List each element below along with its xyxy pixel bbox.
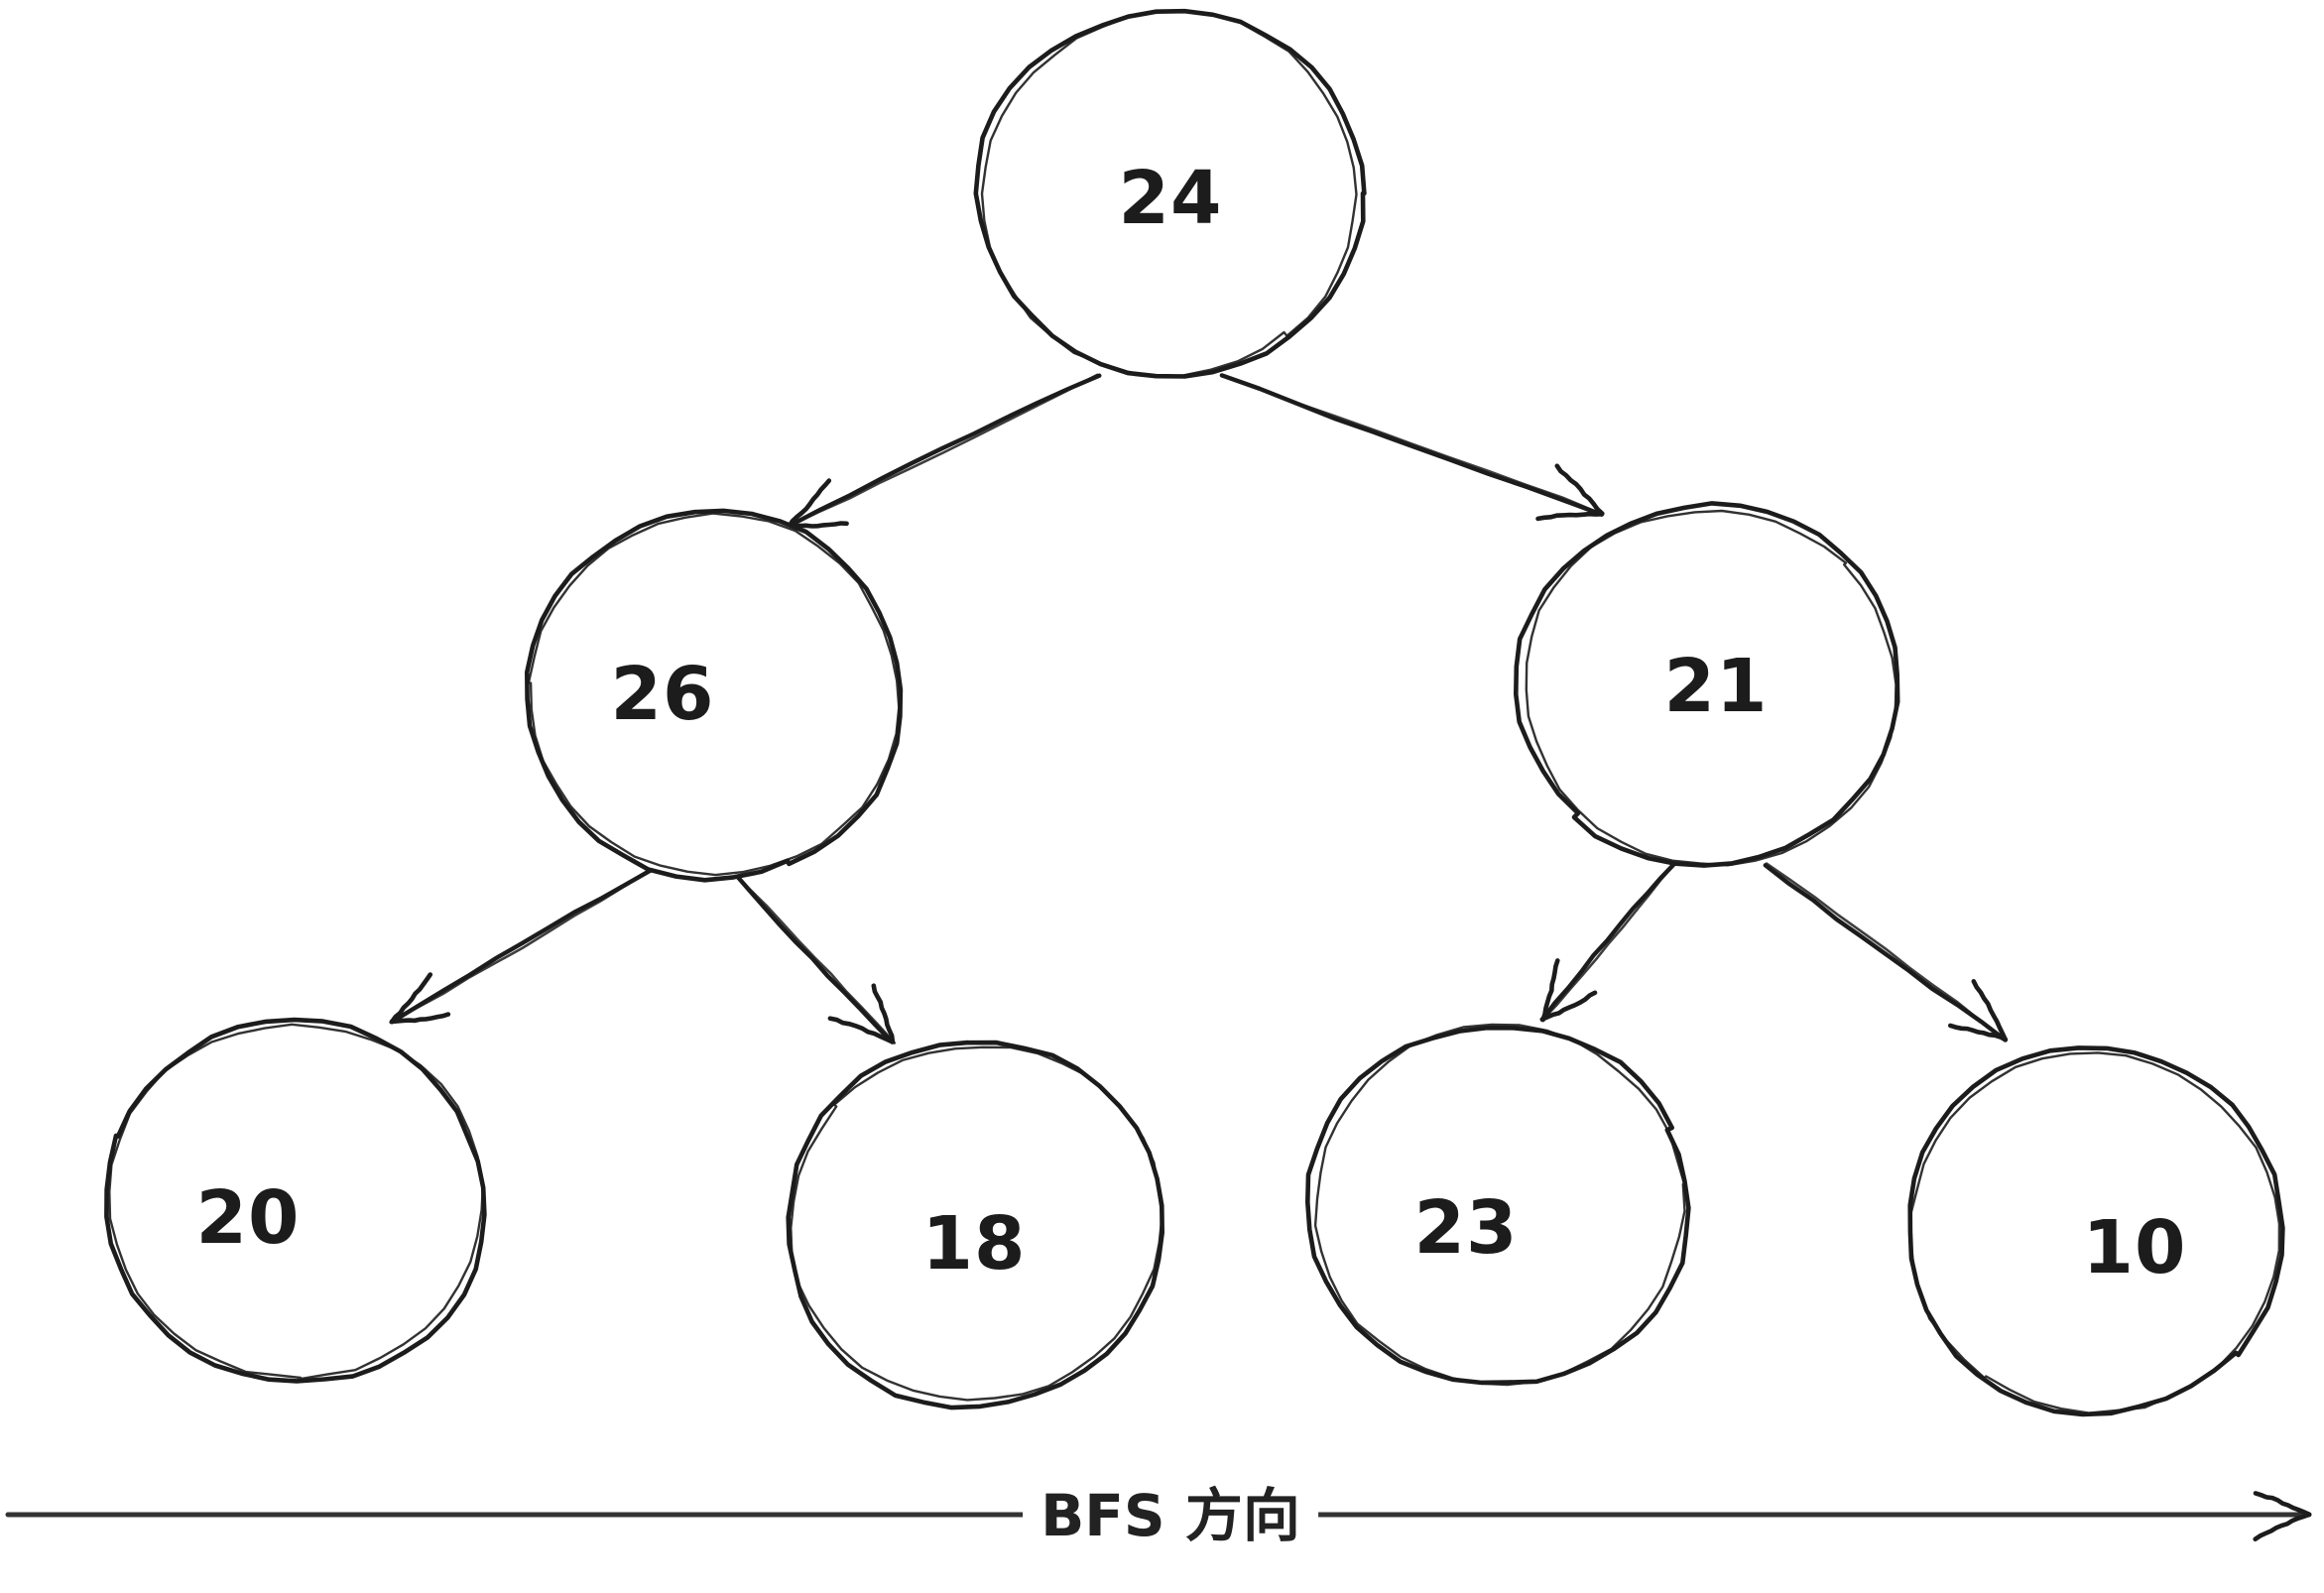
node-circle-18[interactable] [786, 1040, 1164, 1410]
edge-n26-to-n18-arrowhead-stroke-0 [827, 1016, 896, 1044]
node-circle-20-stroke-a[interactable] [104, 1017, 487, 1384]
edge-n26-to-n20 [389, 865, 658, 1025]
node-circle-26-stroke-a[interactable] [525, 508, 904, 883]
bfs-direction-label: BFS 方向 [1023, 1469, 1318, 1552]
edge-root-to-n26 [786, 373, 1102, 529]
nodes-group [104, 8, 2285, 1417]
edge-n21-to-n23 [1539, 861, 1677, 1023]
edge-n26-to-n18-line-a [731, 870, 895, 1044]
node-value-10: 10 [2082, 1205, 2187, 1290]
bfs-axis-arrowhead-stroke-1 [2253, 1491, 2312, 1517]
edge-n26-to-n18-arrowhead-stroke-1 [871, 983, 896, 1044]
edge-n26-to-n20-line-b [389, 868, 655, 1025]
node-circle-10-stroke-b [1908, 1051, 2281, 1414]
edge-n21-to-n10-line-b [1765, 862, 2006, 1040]
node-circle-21-stroke-a[interactable] [1514, 501, 1900, 868]
node-circle-26-stroke-b [527, 512, 901, 877]
edges-group [389, 373, 2009, 1044]
edge-n21-to-n23-arrowhead-stroke-0 [1540, 958, 1560, 1023]
edge-root-to-n21 [1219, 373, 1605, 522]
edge-n21-to-n10 [1763, 862, 2009, 1042]
edge-root-to-n26-line-b [786, 373, 1099, 529]
edge-root-to-n26-line-a [787, 373, 1102, 529]
node-circle-24[interactable] [973, 8, 1367, 379]
node-circle-20-stroke-b [108, 1023, 485, 1381]
node-circle-23-stroke-a[interactable] [1305, 1025, 1691, 1386]
node-value-18: 18 [921, 1201, 1027, 1287]
edge-n26-to-n18-line-b [732, 871, 897, 1044]
bfs-axis-arrowhead-stroke-0 [2253, 1512, 2312, 1541]
node-circle-20[interactable] [104, 1017, 487, 1384]
node-value-21: 21 [1663, 644, 1769, 729]
node-circle-10-stroke-a[interactable] [1907, 1045, 2285, 1417]
node-circle-24-stroke-b [980, 9, 1358, 378]
edge-n21-to-n23-line-a [1539, 861, 1677, 1023]
node-value-24: 24 [1118, 156, 1223, 241]
node-value-26: 26 [610, 652, 715, 737]
node-value-23: 23 [1413, 1185, 1519, 1271]
edge-root-to-n21-arrowhead-stroke-0 [1535, 511, 1605, 522]
node-circle-23[interactable] [1305, 1023, 1691, 1387]
node-circle-21[interactable] [1514, 501, 1900, 868]
edge-root-to-n21-arrowhead-stroke-1 [1554, 463, 1605, 516]
edge-n21-to-n10-arrowhead-stroke-1 [1971, 979, 2009, 1042]
node-circle-18-stroke-b [790, 1045, 1163, 1402]
edge-n21-to-n10-line-a [1763, 863, 2008, 1042]
edge-root-to-n26-arrowhead-stroke-0 [787, 478, 832, 529]
edge-n26-to-n18 [731, 870, 897, 1044]
edge-n26-to-n20-arrowhead-stroke-0 [389, 972, 433, 1025]
edge-n26-to-n20-arrowhead-stroke-1 [389, 1012, 451, 1025]
edge-root-to-n21-line-b [1220, 374, 1602, 515]
node-circle-26[interactable] [525, 508, 904, 883]
edge-root-to-n26-arrowhead-stroke-1 [786, 521, 849, 529]
edge-n21-to-n23-arrowhead-stroke-1 [1539, 990, 1598, 1022]
node-value-20: 20 [195, 1175, 301, 1261]
edge-n26-to-n20-line-a [390, 865, 658, 1025]
node-circle-10[interactable] [1907, 1045, 2285, 1417]
node-circle-23-stroke-b [1313, 1023, 1686, 1387]
edge-n21-to-n10-arrowhead-stroke-0 [1948, 1023, 2009, 1042]
node-circle-24-stroke-a[interactable] [973, 8, 1367, 379]
node-circle-21-stroke-b [1525, 509, 1897, 867]
edge-n21-to-n23-line-b [1541, 863, 1675, 1022]
